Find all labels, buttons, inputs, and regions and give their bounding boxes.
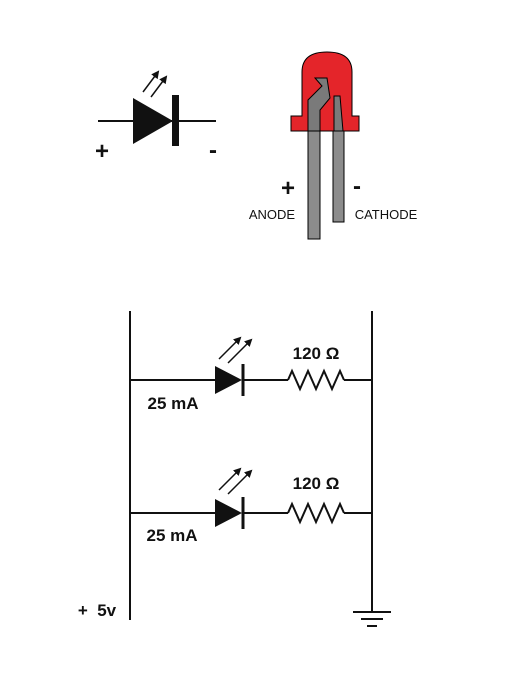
light-arrow-icon <box>142 70 160 93</box>
anode-lead <box>307 130 321 240</box>
anode-label: ANODE <box>249 207 296 222</box>
branch-2: 120 Ω 25 mA <box>130 467 372 545</box>
resistor-value: 120 Ω <box>293 344 340 363</box>
cathode-sign: - <box>353 173 361 200</box>
anode-sign: + <box>281 175 295 202</box>
cathode-label: CATHODE <box>355 207 418 222</box>
resistor-zigzag <box>287 368 345 392</box>
led-anvil <box>307 77 331 132</box>
current-value: 25 mA <box>146 526 197 545</box>
branch-1: 120 Ω 25 mA <box>130 336 372 413</box>
light-arrow-icon <box>150 75 168 98</box>
led-illustration: + - ANODE CATHODE <box>249 51 418 240</box>
supply-voltage: + 5v <box>78 601 117 620</box>
diode-bar <box>172 95 179 146</box>
led-diode <box>215 499 242 527</box>
light-arrow-icon <box>218 336 242 360</box>
resistor-zigzag <box>287 501 345 525</box>
diode-triangle <box>133 98 173 144</box>
current-value: 25 mA <box>147 394 198 413</box>
resistor-value: 120 Ω <box>293 474 340 493</box>
light-arrow-icon <box>227 338 253 364</box>
led-symbol: + - <box>95 70 217 165</box>
circuit: 120 Ω 25 mA 120 Ω 25 mA + 5v <box>78 311 391 627</box>
symbol-plus: + <box>95 138 109 165</box>
cathode-lead <box>332 130 345 223</box>
symbol-minus: - <box>209 137 217 164</box>
light-arrow-icon <box>227 469 253 495</box>
led-diode <box>215 366 242 394</box>
light-arrow-icon <box>218 467 242 491</box>
ground-icon <box>353 611 391 627</box>
